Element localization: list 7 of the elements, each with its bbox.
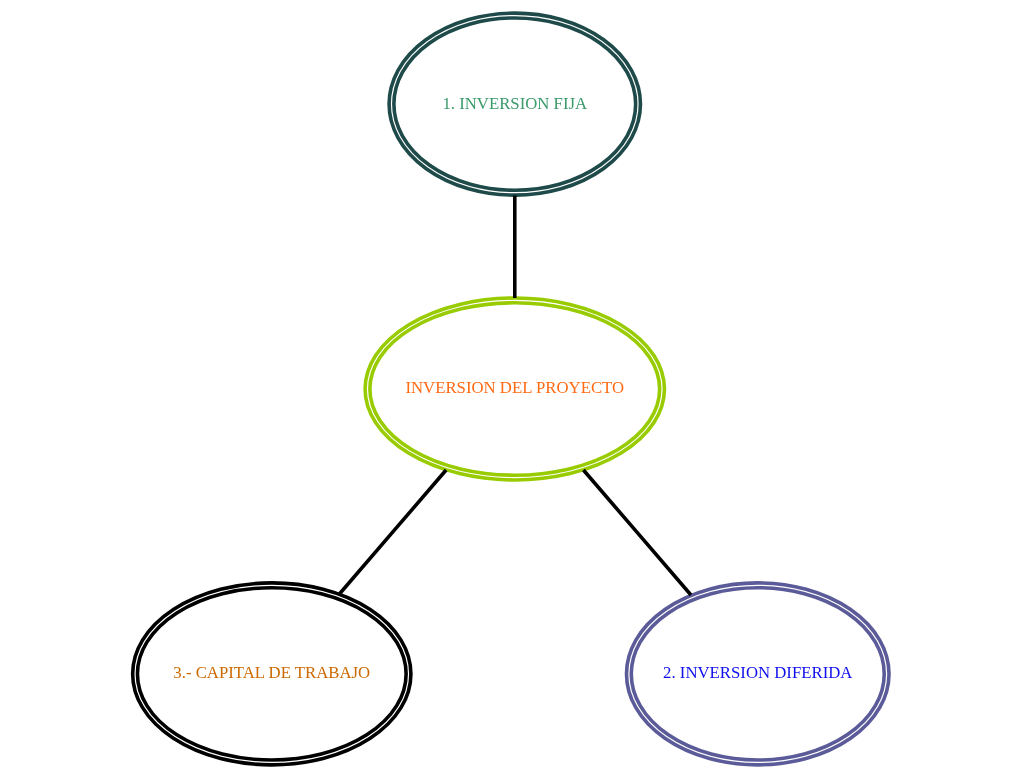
connector	[581, 468, 692, 597]
node-ellipse: 2. INVERSION DIFERIDA	[624, 581, 891, 767]
node-ellipse: 1. INVERSION FIJA	[386, 11, 642, 197]
node-ellipse: INVERSION DEL PROYECTO	[362, 296, 666, 482]
node-ellipse: 3.- CAPITAL DE TRABAJO	[130, 581, 413, 767]
connector	[512, 195, 517, 298]
connector	[337, 468, 447, 596]
